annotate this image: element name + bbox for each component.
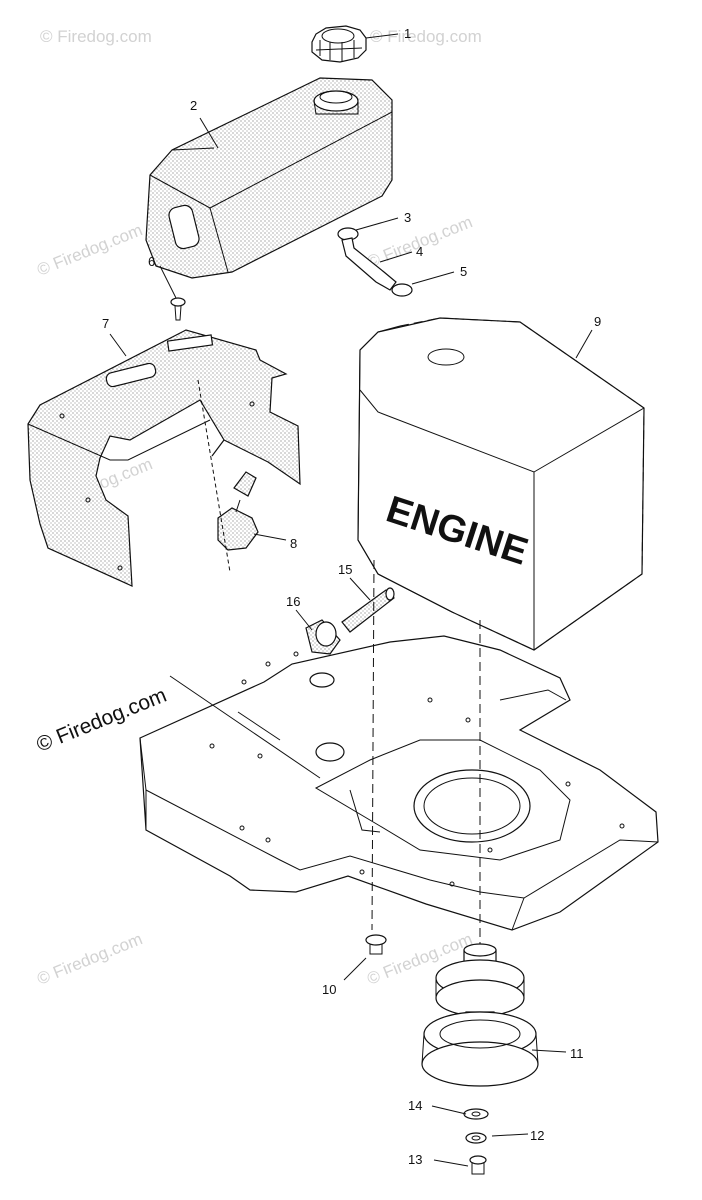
pulley — [421, 943, 539, 1087]
callout-4: 4 — [416, 244, 423, 259]
callout-11: 11 — [570, 1046, 584, 1061]
callout-7: 7 — [102, 316, 109, 331]
alignment-lines — [371, 559, 481, 950]
callout-14: 14 — [408, 1098, 422, 1113]
callout-3: 3 — [404, 210, 411, 225]
watermark: © Firedog.com — [364, 212, 475, 271]
engine-outline: ENGINE — [357, 317, 645, 651]
screw — [170, 297, 186, 321]
callout-5: 5 — [460, 264, 467, 279]
callout-12: 12 — [530, 1128, 544, 1143]
leader-lines — [109, 33, 593, 1167]
pin-and-bushing — [305, 587, 395, 655]
watermark: © Firedog.com — [40, 27, 152, 46]
tank-bracket — [27, 329, 301, 587]
callout-8: 8 — [290, 536, 297, 551]
fuel-line-assembly — [337, 227, 413, 297]
callout-9: 9 — [594, 314, 601, 329]
fuel-tank — [145, 77, 393, 279]
frame-deck — [139, 635, 659, 931]
callout-13: 13 — [408, 1152, 422, 1167]
callout-2: 2 — [190, 98, 197, 113]
shutoff-valve — [197, 379, 259, 573]
bolt — [365, 934, 387, 955]
callout-10: 10 — [322, 982, 336, 997]
callouts: 1 2 3 4 5 6 7 8 9 10 11 12 13 14 15 16 — [102, 26, 601, 1167]
washers-and-bolt — [463, 1108, 489, 1175]
callout-15: 15 — [338, 562, 352, 577]
watermark: © Firedog.com — [370, 27, 482, 46]
callout-16: 16 — [286, 594, 300, 609]
watermark: © Firedog.com — [34, 220, 145, 279]
callout-6: 6 — [148, 254, 155, 269]
fuel-cap — [311, 25, 367, 63]
watermark: © Firedog.com — [34, 929, 145, 988]
callout-1: 1 — [404, 26, 411, 41]
